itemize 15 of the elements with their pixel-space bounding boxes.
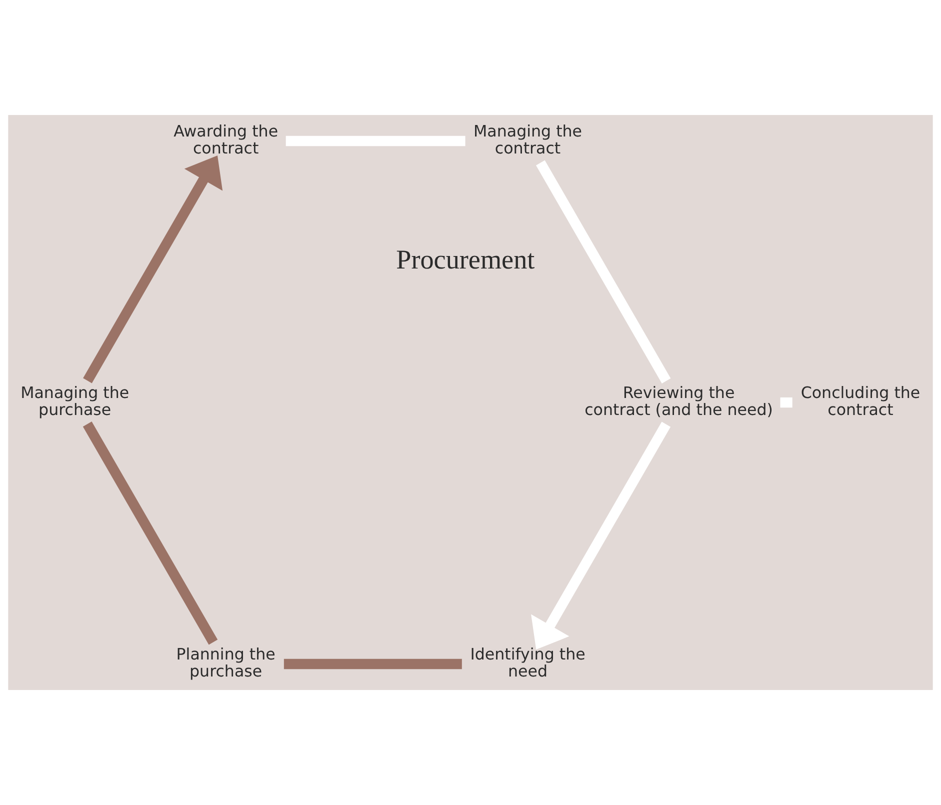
node-text: Awarding the contract [174, 122, 278, 158]
arrow [531, 422, 671, 650]
connector [536, 160, 671, 384]
connector [284, 658, 462, 670]
node-text: Concluding the contract [800, 383, 920, 420]
node-text: Reviewing the contract (and the need) [584, 383, 773, 420]
node-text: Identifying the need [470, 644, 586, 681]
node-text: Planning the purchase [176, 644, 276, 681]
arrow [83, 155, 223, 384]
label: Procurement [396, 244, 535, 274]
connector [82, 422, 218, 645]
node-text: Managing the contract [474, 122, 582, 158]
connector [780, 397, 792, 408]
connector [286, 136, 466, 146]
node-text: Managing the purchase [20, 383, 130, 420]
